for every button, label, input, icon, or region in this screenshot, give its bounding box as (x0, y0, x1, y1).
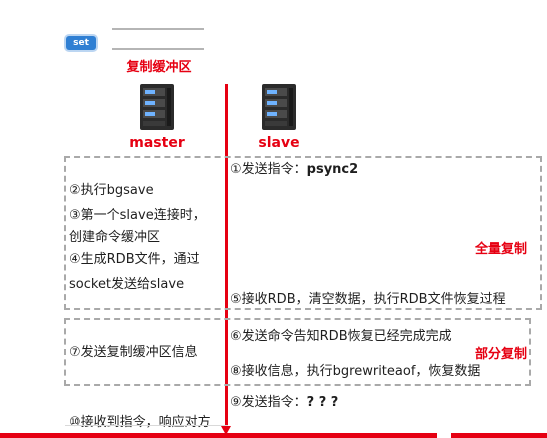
master-server-icon (140, 84, 174, 130)
bottom-bar-gap (437, 433, 451, 438)
step-5: ⑤接收RDB，清空数据，执行RDB文件恢复过程 (230, 292, 506, 307)
step-9: ⑨发送指令：? ? ? (230, 395, 339, 410)
set-command-badge: set (66, 36, 96, 50)
buffer-title: 复制缓冲区 (126, 60, 192, 75)
timeline-arrow (221, 426, 231, 435)
buffer-top-line (112, 28, 204, 30)
step-1: ①发送指令：psync2 (230, 162, 359, 177)
step-7: ⑦发送复制缓冲区信息 (69, 345, 198, 360)
step-4-line1: ④生成RDB文件，通过 (69, 252, 200, 267)
step-8: ⑧接收信息，执行bgrewriteaof，恢复数据 (230, 364, 481, 379)
full-sync-label: 全量复制 (475, 242, 528, 257)
timeline-line (225, 84, 228, 428)
master-label: master (129, 135, 185, 151)
slave-server-icon (262, 84, 296, 130)
step-3-line1: ③第一个slave连接时， (69, 208, 206, 223)
slave-label: slave (258, 135, 300, 151)
step-2: ②执行bgsave (69, 183, 154, 198)
partial-sync-label: 部分复制 (475, 347, 528, 362)
step-10: ⑩接收到指令，响应对方 (69, 415, 211, 430)
step-3-line2: 创建命令缓冲区 (69, 230, 161, 245)
full-sync-box (64, 156, 542, 310)
partial-sync-box (64, 318, 531, 386)
step-10-underline (65, 425, 228, 426)
buffer-bottom-line (112, 48, 204, 50)
step-6: ⑥发送命令告知RDB恢复已经完成完成 (230, 329, 452, 344)
step-4-line2: socket发送给slave (69, 277, 185, 292)
bottom-bar (0, 433, 547, 438)
